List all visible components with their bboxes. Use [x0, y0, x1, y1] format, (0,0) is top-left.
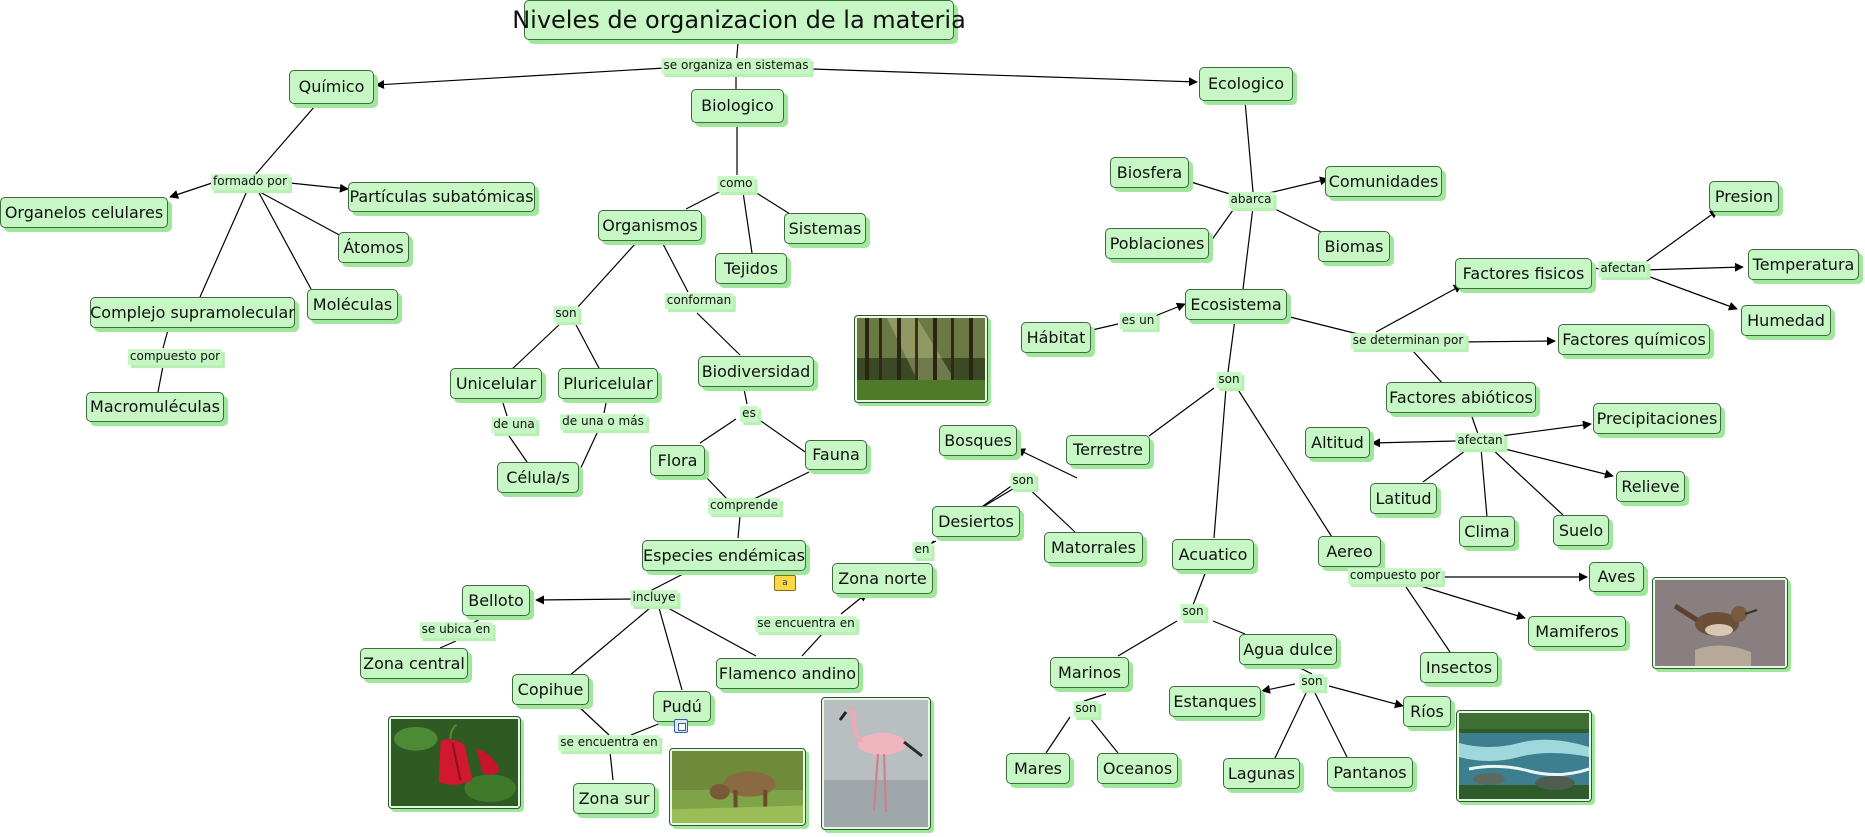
node-presion[interactable]: Presion — [1709, 181, 1779, 212]
link-de-una-o-mas[interactable]: de una o más — [560, 414, 646, 430]
node-oceanos[interactable]: Oceanos — [1097, 753, 1178, 784]
node-precipitaciones[interactable]: Precipitaciones — [1593, 403, 1721, 434]
link-de-una[interactable]: de una — [491, 417, 536, 433]
pudu-deer-image — [669, 748, 806, 826]
node-moleculas[interactable]: Moléculas — [307, 289, 398, 320]
text-resource-icon[interactable]: a — [774, 575, 796, 591]
node-bosques[interactable]: Bosques — [939, 425, 1017, 456]
node-rios[interactable]: Ríos — [1403, 696, 1451, 727]
node-poblaciones[interactable]: Poblaciones — [1105, 228, 1209, 259]
node-aereo[interactable]: Aereo — [1318, 536, 1381, 567]
node-zona-sur[interactable]: Zona sur — [573, 783, 655, 814]
node-biodiversidad[interactable]: Biodiversidad — [698, 356, 814, 387]
node-insectos[interactable]: Insectos — [1420, 652, 1498, 683]
link-incluye[interactable]: incluye — [631, 590, 678, 606]
node-organismos[interactable]: Organismos — [598, 210, 702, 241]
link-son-3[interactable]: son — [1216, 372, 1241, 388]
node-agua-dulce[interactable]: Agua dulce — [1239, 634, 1337, 665]
node-mares[interactable]: Mares — [1006, 753, 1070, 784]
node-estanques[interactable]: Estanques — [1169, 686, 1261, 717]
node-marinos[interactable]: Marinos — [1050, 657, 1129, 688]
node-relieve[interactable]: Relieve — [1616, 471, 1685, 502]
node-pluricelular[interactable]: Pluricelular — [558, 368, 658, 399]
link-es[interactable]: es — [740, 406, 758, 422]
node-pantanos[interactable]: Pantanos — [1327, 757, 1413, 788]
link-se-encuentra-en-1[interactable]: se encuentra en — [558, 735, 659, 751]
link-afectan-1[interactable]: afectan — [1598, 261, 1647, 277]
node-comunidades[interactable]: Comunidades — [1325, 166, 1442, 197]
node-temperatura[interactable]: Temperatura — [1748, 249, 1859, 280]
link-se-organiza[interactable]: se organiza en sistemas — [662, 58, 811, 74]
node-belloto[interactable]: Belloto — [462, 585, 530, 616]
link-son-6[interactable]: son — [1299, 674, 1324, 690]
link-compuesto-por-2[interactable]: compuesto por — [1348, 568, 1442, 584]
node-unicelular[interactable]: Unicelular — [450, 368, 542, 399]
link-se-ubica-en[interactable]: se ubica en — [420, 622, 493, 638]
link-es-un[interactable]: es un — [1120, 313, 1157, 329]
node-factores-quimicos[interactable]: Factores químicos — [1558, 324, 1710, 355]
node-biosfera[interactable]: Biosfera — [1110, 157, 1189, 188]
node-humedad[interactable]: Humedad — [1741, 305, 1831, 336]
image-resource-icon[interactable] — [674, 719, 688, 733]
node-ecologico[interactable]: Ecologico — [1199, 67, 1293, 101]
node-tejidos[interactable]: Tejidos — [715, 253, 787, 284]
bird-image — [1652, 577, 1788, 669]
link-son-4[interactable]: son — [1180, 604, 1205, 620]
link-abarca[interactable]: abarca — [1229, 192, 1274, 208]
node-altitud[interactable]: Altitud — [1305, 427, 1370, 458]
flamenco-image — [821, 697, 931, 830]
node-zona-norte[interactable]: Zona norte — [832, 563, 933, 594]
node-clima[interactable]: Clima — [1459, 516, 1515, 547]
node-matorrales[interactable]: Matorrales — [1044, 532, 1143, 563]
link-en[interactable]: en — [913, 542, 932, 558]
node-lagunas[interactable]: Lagunas — [1223, 758, 1300, 789]
node-pudu[interactable]: Pudú — [653, 691, 711, 722]
link-formado-por[interactable]: formado por — [211, 174, 289, 190]
node-terrestre[interactable]: Terrestre — [1066, 435, 1150, 465]
node-ecosistema[interactable]: Ecosistema — [1185, 289, 1287, 320]
node-organelos[interactable]: Organelos celulares — [0, 197, 168, 228]
node-fauna[interactable]: Fauna — [805, 440, 867, 470]
node-zona-central[interactable]: Zona central — [360, 648, 468, 679]
node-flora[interactable]: Flora — [650, 445, 705, 476]
node-biologico[interactable]: Biologico — [691, 89, 784, 123]
link-afectan-2[interactable]: afectan — [1455, 433, 1504, 449]
link-se-determinan-por[interactable]: se determinan por — [1351, 333, 1466, 349]
node-latitud[interactable]: Latitud — [1370, 483, 1437, 514]
node-sistemas[interactable]: Sistemas — [784, 213, 866, 244]
map-title[interactable]: Niveles de organizacion de la materia — [524, 0, 954, 40]
link-conforman[interactable]: conforman — [665, 293, 733, 309]
node-acuatico[interactable]: Acuatico — [1172, 539, 1254, 570]
node-habitat[interactable]: Hábitat — [1021, 322, 1091, 353]
link-son-1[interactable]: son — [553, 306, 578, 322]
link-se-encuentra-en-2[interactable]: se encuentra en — [755, 616, 856, 632]
link-compuesto-por-1[interactable]: compuesto por — [128, 349, 222, 365]
node-atomos[interactable]: Átomos — [338, 232, 409, 263]
node-factores-fisicos[interactable]: Factores fisicos — [1455, 258, 1592, 289]
copihue-flower-image — [388, 716, 521, 809]
node-complejo[interactable]: Complejo supramolecular — [90, 297, 295, 328]
node-factores-abioticos[interactable]: Factores abióticos — [1386, 382, 1536, 413]
node-mamiferos[interactable]: Mamiferos — [1528, 616, 1626, 647]
node-biomas[interactable]: Biomas — [1318, 231, 1390, 262]
node-aves[interactable]: Aves — [1589, 562, 1644, 592]
node-quimico[interactable]: Químico — [289, 70, 374, 104]
link-son-2[interactable]: son — [1010, 473, 1035, 489]
node-macromoleculas[interactable]: Macromuléculas — [86, 392, 224, 422]
link-comprende[interactable]: comprende — [708, 498, 780, 514]
node-especies[interactable]: Especies endémicas — [642, 540, 806, 571]
node-particulas[interactable]: Partículas subatómicas — [348, 182, 535, 212]
node-desiertos[interactable]: Desiertos — [932, 506, 1020, 537]
node-celulas[interactable]: Célula/s — [497, 462, 579, 493]
node-suelo[interactable]: Suelo — [1553, 515, 1609, 546]
link-como[interactable]: como — [718, 176, 755, 192]
forest-image — [854, 315, 988, 403]
node-copihue[interactable]: Copihue — [512, 674, 589, 705]
link-son-5[interactable]: son — [1073, 701, 1098, 717]
river-image — [1456, 710, 1592, 802]
node-flamenco[interactable]: Flamenco andino — [716, 658, 859, 689]
